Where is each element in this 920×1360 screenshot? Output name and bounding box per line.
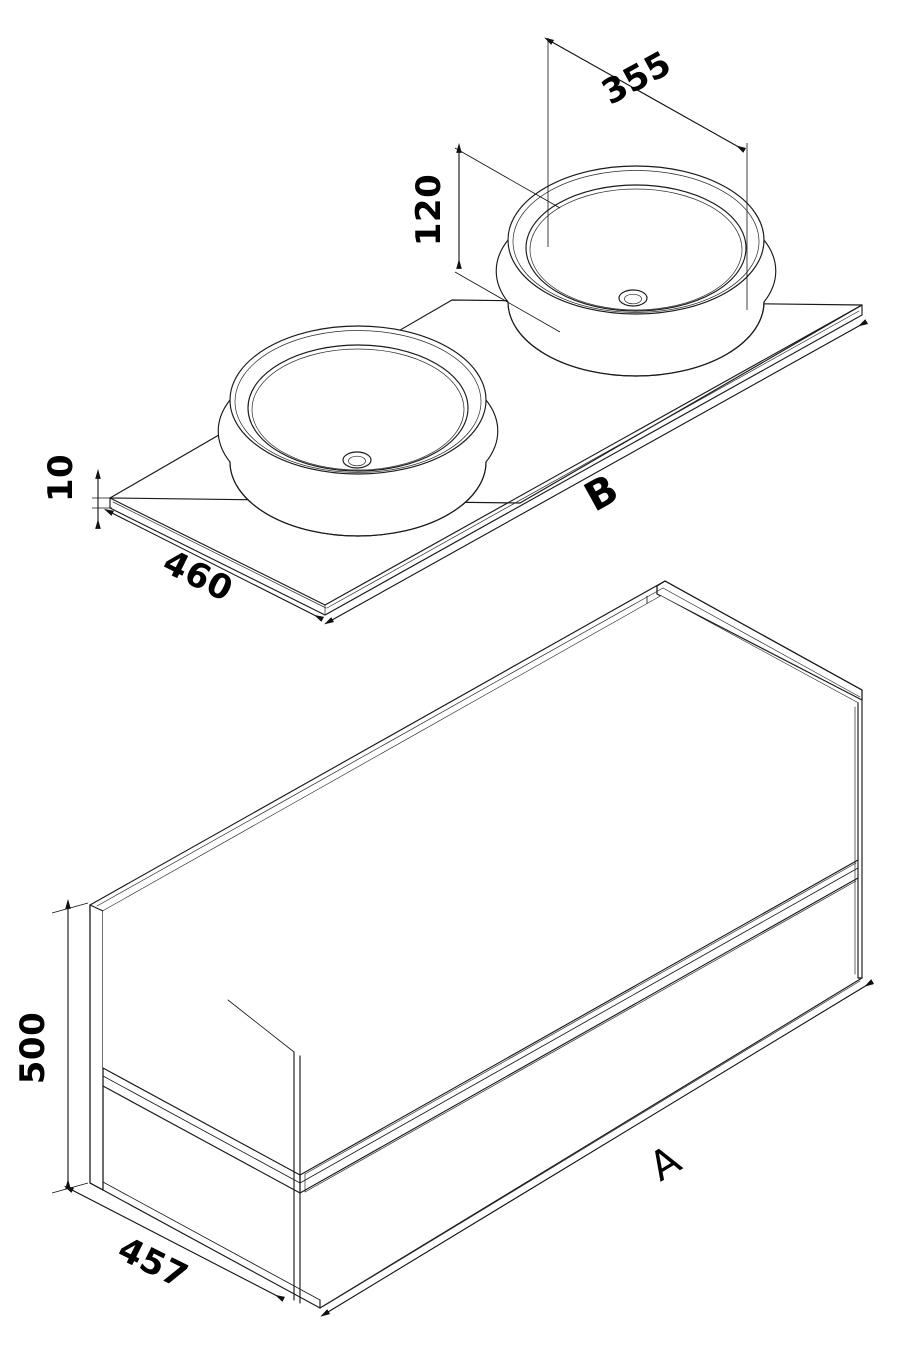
dimension-countertop-depth: 460: [103, 508, 325, 622]
dim-A-label: A: [642, 1137, 690, 1191]
cabinet-left-side-panel: [89, 904, 104, 1191]
dim-B-line: [324, 319, 869, 625]
dimension-cabinet-height: 500: [13, 898, 89, 1194]
dim-120-ext-top: [454, 147, 561, 209]
dimension-countertop-thickness: 10: [41, 454, 112, 529]
basin-left: [217, 325, 499, 537]
dim-500-ext-bottom: [51, 1182, 89, 1194]
dim-355-line: [544, 37, 747, 153]
top-rail-right-outer: [664, 580, 863, 691]
dimension-basin-height: 120: [409, 142, 561, 333]
basin-right-rim-inner-ring: [512, 170, 760, 313]
dim-10-label: 10: [41, 454, 81, 502]
dim-A-line: [320, 979, 875, 1317]
dim-500-ext-top: [51, 902, 89, 914]
basin-right-bowl-opening: [525, 184, 747, 312]
dim-457-line: [63, 1185, 286, 1302]
basin-right-bowl-inner-ring: [529, 188, 743, 311]
left-side-panel-face: [89, 904, 104, 1191]
dim-355-label: 355: [595, 43, 678, 113]
top-rail-left-chamfer-a: [96, 587, 664, 907]
top-rail-right-chamfer: [662, 587, 861, 698]
lower-drawer-top-left-edge: [102, 1085, 301, 1194]
countertop-assembly: 355 120 10 460: [41, 37, 869, 625]
dim-500-label: 500: [13, 1012, 53, 1084]
dim-B-label: B: [577, 466, 626, 521]
basin-right-drain-hole: [624, 293, 642, 305]
upper-drawer-bottom-thickness-left: [102, 1075, 301, 1184]
upper-drawer-bottom-left-edge: [102, 1067, 301, 1176]
top-rail-left-outer: [89, 580, 666, 906]
dim-460-line: [103, 508, 325, 622]
upper-drawer-fill: [103, 596, 858, 1175]
dim-120-label: 120: [409, 174, 449, 246]
cabinet-right-side-panel: [854, 689, 863, 979]
cabinet-front-corner: [227, 999, 306, 1304]
cabinet-assembly: 500 457 A: [13, 580, 875, 1317]
basin-right: [495, 165, 777, 377]
front-corner-link: [227, 999, 295, 1053]
dim-457-label: 457: [112, 1229, 195, 1297]
